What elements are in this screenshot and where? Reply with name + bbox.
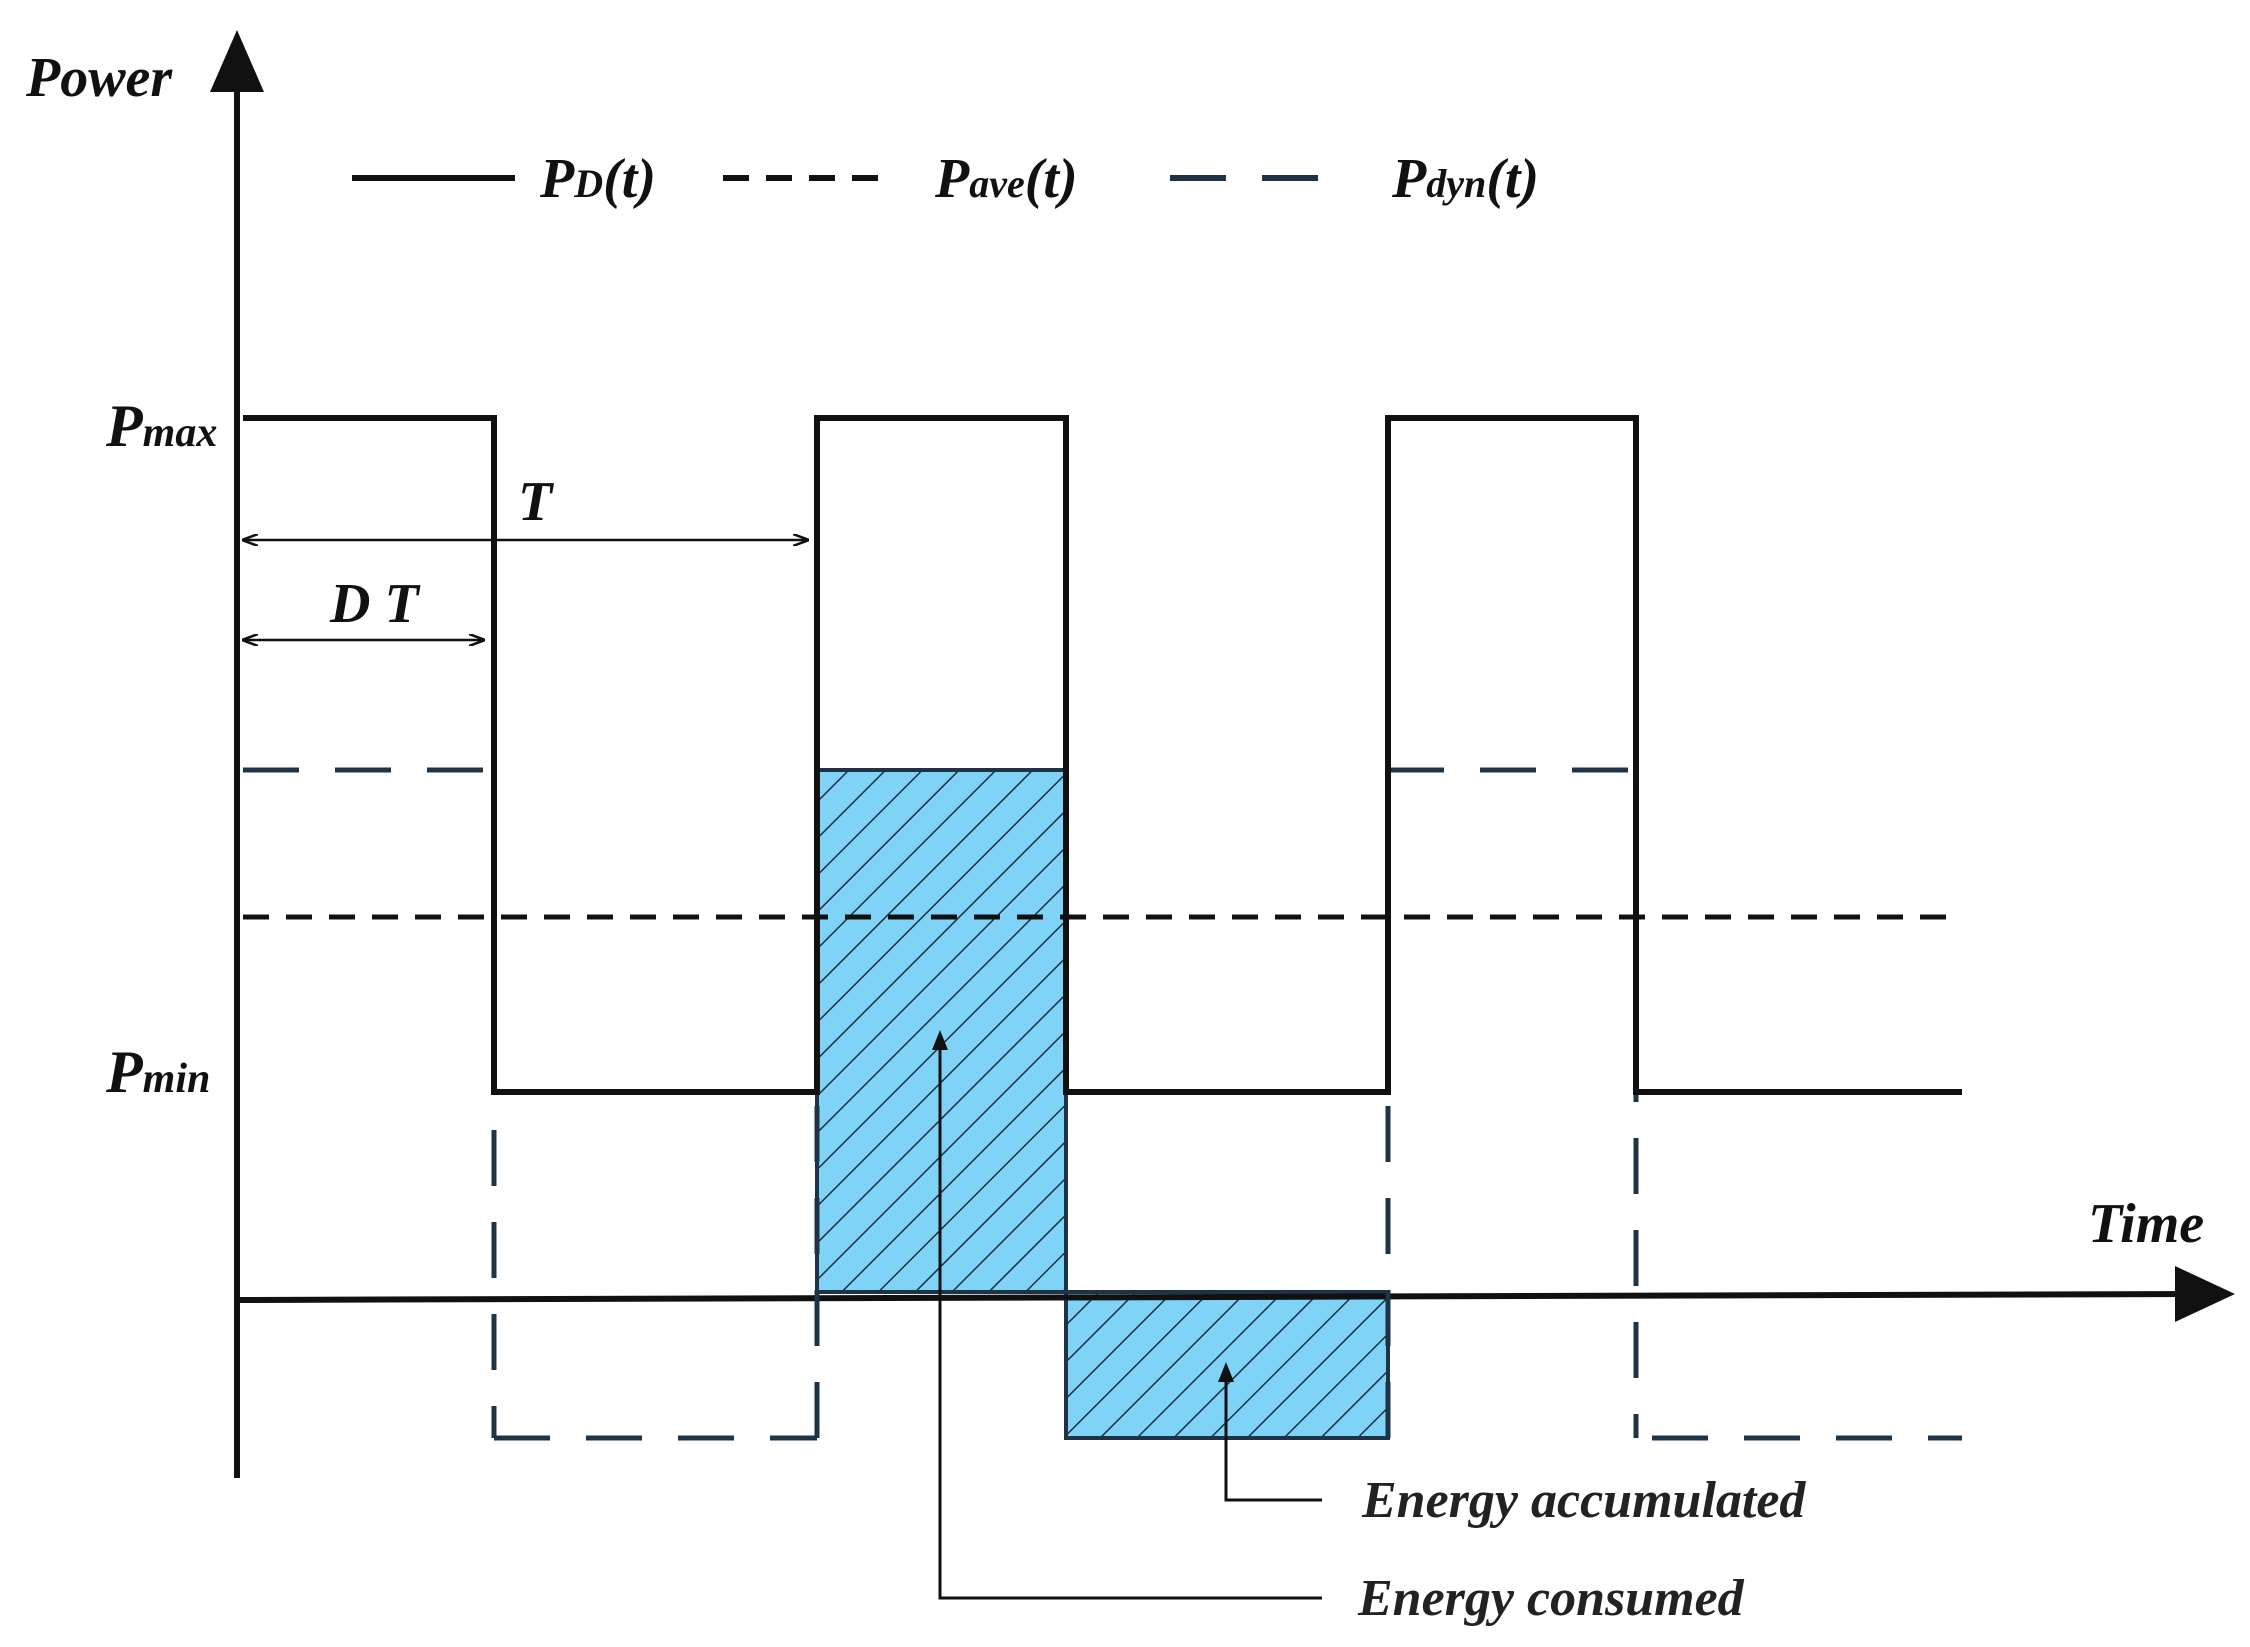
dimension-arrows: T D T <box>243 471 808 640</box>
x-axis-arrowhead <box>2175 1266 2235 1322</box>
legend: PD(t) Pave(t) Pdyn(t) <box>352 148 1539 210</box>
y-axis-label: Power <box>25 47 173 109</box>
axes <box>210 30 2235 1478</box>
x-axis <box>236 1291 2186 1303</box>
pd-waveform <box>243 415 1962 1095</box>
x-axis-label: Time <box>2088 1193 2204 1255</box>
pmax-label: Pmax <box>105 393 217 459</box>
legend-pd-label: PD(t) <box>539 148 656 210</box>
energy-consumed-label: Energy consumed <box>1357 1570 1745 1627</box>
duty-label: D T <box>329 573 421 635</box>
energy-accumulated-label: Energy accumulated <box>1361 1472 1806 1529</box>
period-label: T <box>518 471 555 533</box>
annotations: Energy accumulated Energy consumed <box>932 1030 1806 1627</box>
consumed-leader <box>938 1048 1322 1600</box>
legend-pdyn-label: Pdyn(t) <box>1391 148 1539 210</box>
y-axis-arrowhead <box>210 30 264 92</box>
accumulated-leader <box>1224 1380 1322 1502</box>
pmin-label: Pmin <box>105 1039 210 1105</box>
legend-pave-label: Pave(t) <box>934 148 1078 210</box>
